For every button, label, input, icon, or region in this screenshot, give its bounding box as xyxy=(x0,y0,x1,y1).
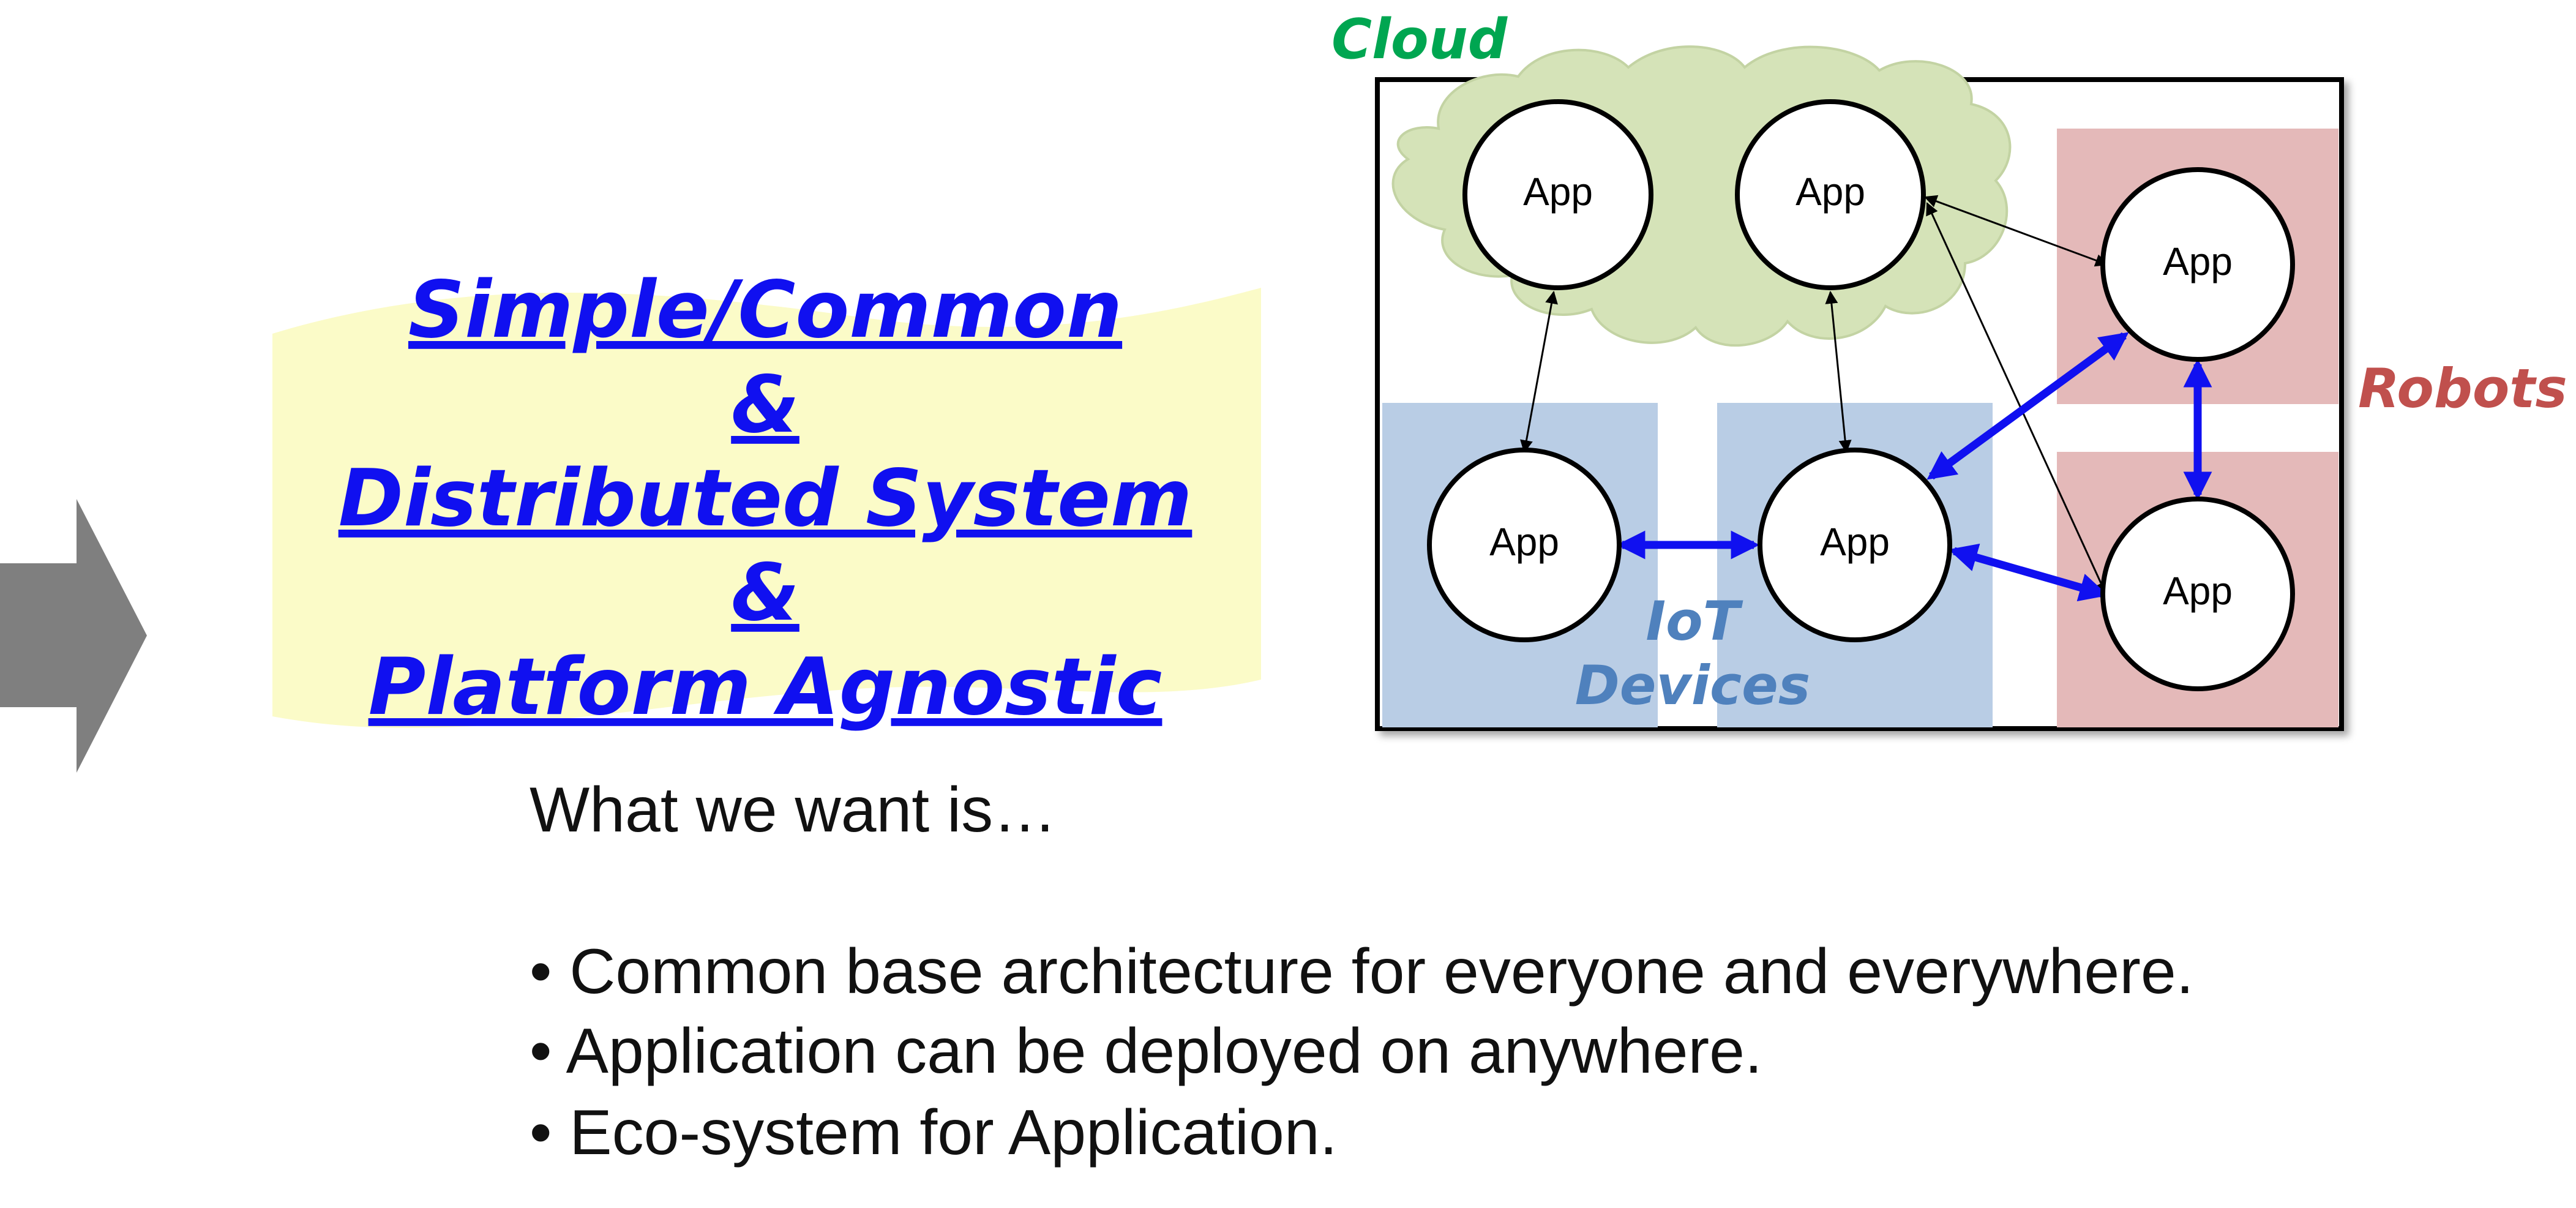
bullet-eco-system: • Eco-system for Application. xyxy=(530,1097,1338,1168)
thin-arrow-cloud1-iot1 xyxy=(1520,290,1558,454)
node-cloud-app-1: App xyxy=(1462,99,1653,290)
banner-line-distributed-system: Distributed System xyxy=(339,453,1193,544)
cloud-label: Cloud xyxy=(1331,7,1508,72)
banner-line-ampersand-2: & xyxy=(731,547,799,639)
node-label: App xyxy=(1820,520,1890,564)
banner-text: Simple/Common & Distributed System & Pla… xyxy=(339,264,1193,733)
thin-arrow-cloud2-iot2 xyxy=(1825,290,1852,454)
node-label: App xyxy=(1795,170,1865,214)
right-arrow-icon xyxy=(0,499,147,773)
thick-arrows xyxy=(1616,332,2212,602)
banner-line-simple-common: Simple/Common xyxy=(408,264,1122,356)
intro-text: What we want is… xyxy=(530,775,1057,846)
node-label: App xyxy=(1523,170,1593,214)
node-iot-app-2: App xyxy=(1758,448,1952,642)
node-cloud-app-2: App xyxy=(1735,99,1926,290)
bullet-deploy-anywhere: • Application can be deployed on anywher… xyxy=(530,1016,1762,1087)
thick-arrow-iot2-robot2 xyxy=(1949,543,2108,602)
node-label: App xyxy=(2163,239,2233,283)
banner-background xyxy=(272,288,1261,728)
banner-line-ampersand-1: & xyxy=(731,359,799,451)
iot-label-line1: IoT xyxy=(1646,590,1743,653)
banner-line-platform-agnostic: Platform Agnostic xyxy=(369,642,1163,733)
iot-label-line2: Devices xyxy=(1575,654,1810,717)
node-label: App xyxy=(1489,520,1559,564)
node-robot-app-1: App xyxy=(2100,167,2295,362)
node-robot-app-2: App xyxy=(2100,497,2295,691)
node-label: App xyxy=(2163,569,2233,613)
thick-arrow-iot2-robot1 xyxy=(1926,332,2129,480)
node-iot-app-1: App xyxy=(1427,448,1622,642)
robots-label: Robots xyxy=(2358,357,2567,420)
bullet-common-architecture: • Common base architecture for everyone … xyxy=(530,936,2194,1007)
